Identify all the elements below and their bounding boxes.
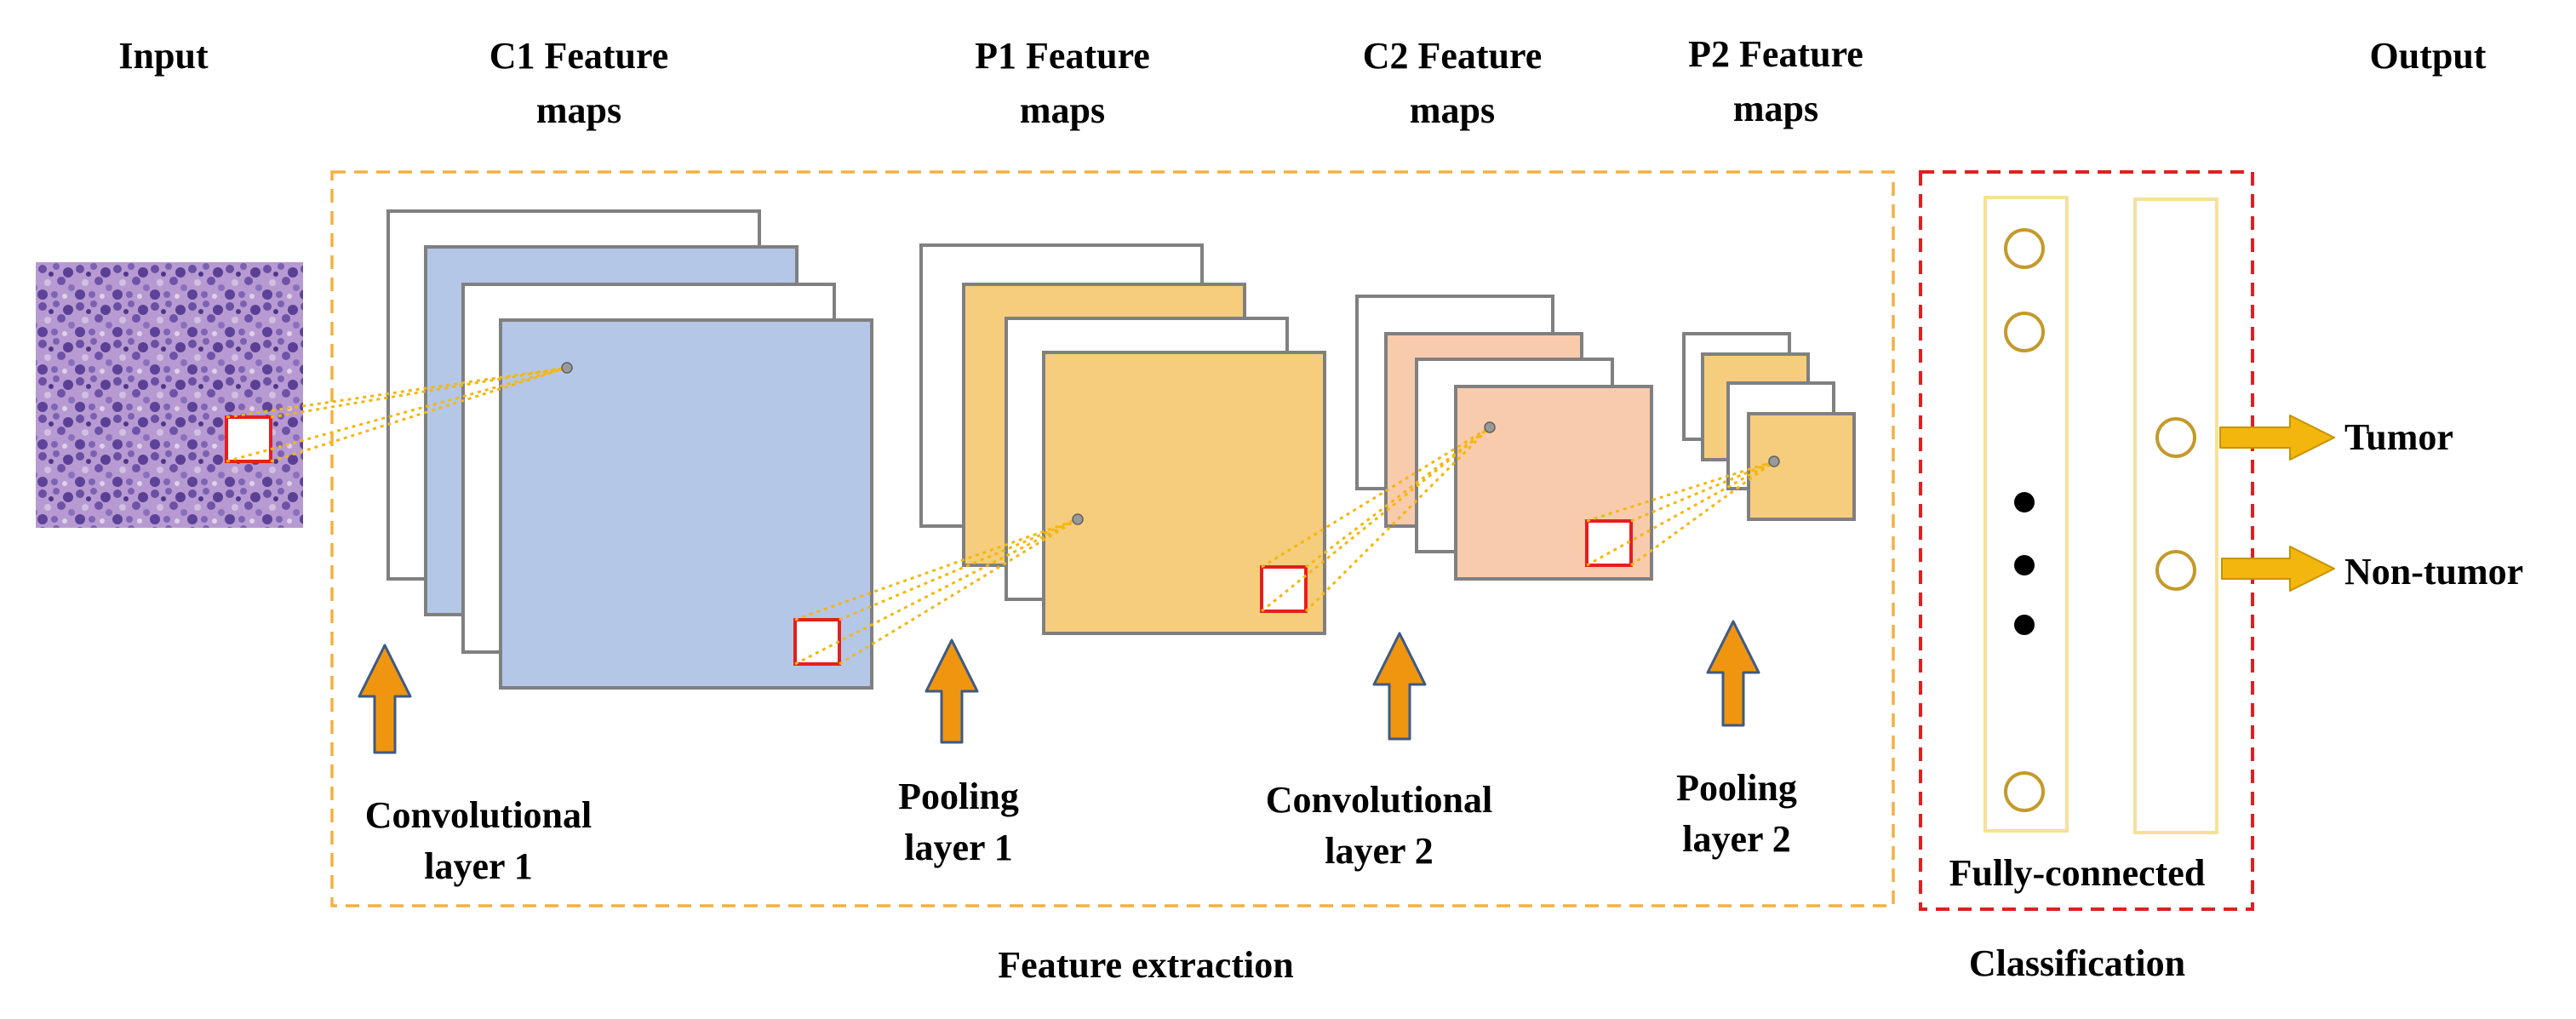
p2-header-line2: maps <box>1733 88 1818 129</box>
fc-column-hidden <box>1984 196 2069 833</box>
fc-neuron <box>2004 312 2045 352</box>
fc-ellipsis-dot <box>2014 555 2035 575</box>
p2-header-line1: P2 Feature <box>1688 33 1863 75</box>
classification-box <box>1919 170 2254 911</box>
input-header: Input <box>118 35 209 77</box>
non-tumor-arrow-icon <box>2221 546 2335 592</box>
pool2-arrow-icon <box>1706 620 1760 727</box>
p2-map-4 <box>1747 412 1856 521</box>
pool1-label-line2: layer 1 <box>904 827 1013 868</box>
conv1-window <box>793 618 841 666</box>
pool1-label-line1: Pooling <box>898 776 1019 817</box>
p1-header-line2: maps <box>1020 89 1105 131</box>
c1-header-line1: C1 Feature <box>489 35 669 77</box>
output-header: Output <box>2370 35 2487 77</box>
c2-header-line1: C2 Feature <box>1363 35 1543 77</box>
conv2-arrow-icon <box>1372 632 1427 741</box>
c2-target-dot <box>1484 421 1496 433</box>
fc-ellipsis-dot <box>2014 492 2035 512</box>
c2-header-line2: maps <box>1410 89 1495 131</box>
fc-column-output <box>2133 198 2218 834</box>
conv2-label-line1: Convolutional <box>1266 779 1493 821</box>
c1-header-line2: maps <box>536 89 621 131</box>
c1-target-dot <box>561 362 573 374</box>
fc-ellipsis-dot <box>2014 615 2035 635</box>
classification-label: Classification <box>1969 942 2185 984</box>
conv2-label-line2: layer 2 <box>1325 830 1434 872</box>
fc-neuron <box>2004 228 2045 269</box>
conv1-label-line2: layer 1 <box>424 845 533 887</box>
non-tumor-label: Non-tumor <box>2344 551 2523 593</box>
tumor-label: Tumor <box>2344 416 2453 458</box>
input-tissue-image <box>36 262 303 528</box>
conv1-arrow-icon <box>358 644 412 754</box>
p2-target-dot <box>1768 455 1780 467</box>
pool2-label-line2: layer 2 <box>1682 818 1791 860</box>
input-window <box>225 415 272 463</box>
feature-extraction-box <box>330 170 1895 907</box>
pool2-label-line1: Pooling <box>1676 767 1797 809</box>
receptive-field-lines <box>226 366 1775 666</box>
conv2-window <box>1585 519 1633 567</box>
p1-target-dot <box>1072 513 1084 525</box>
output-neuron-tumor <box>2155 417 2196 458</box>
conv1-label-line1: Convolutional <box>365 794 592 836</box>
output-neuron-non-tumor <box>2155 550 2196 591</box>
feature-extraction-label: Feature extraction <box>998 944 1293 986</box>
fully-connected-label: Fully-connected <box>1949 852 2206 894</box>
p1-header-line1: P1 Feature <box>975 35 1150 77</box>
pool1-arrow-icon <box>924 638 979 744</box>
fc-neuron <box>2004 771 2045 812</box>
tumor-arrow-icon <box>2219 415 2335 461</box>
